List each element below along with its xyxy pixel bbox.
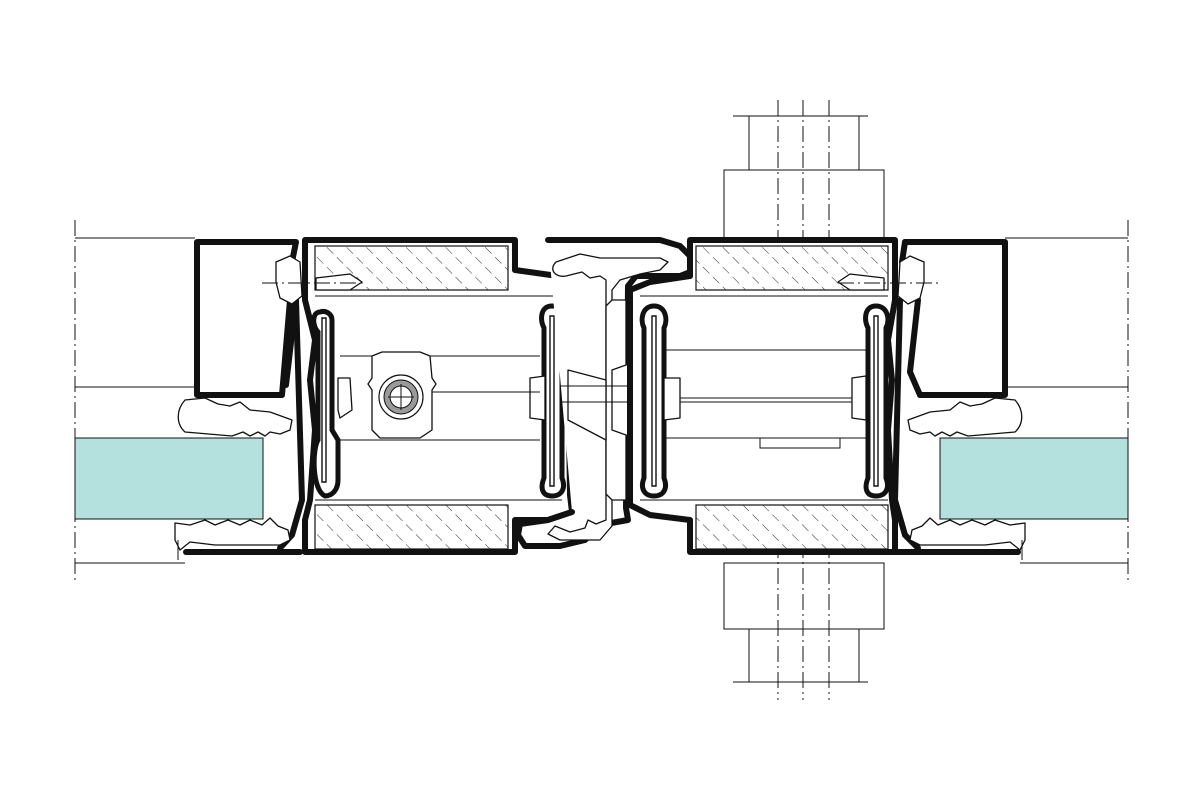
right-aluminium-profile xyxy=(627,237,898,555)
hinge-bolt xyxy=(337,351,546,439)
right-glass-pane xyxy=(939,437,1129,520)
right-glazing-gaskets xyxy=(907,397,1026,560)
left-glazing-gaskets xyxy=(174,397,293,560)
left-glass-pane xyxy=(74,437,264,520)
insulation-block-bottom-right xyxy=(695,504,889,550)
left-outer-profile xyxy=(183,239,305,555)
context-lines xyxy=(74,220,1129,580)
snap-gaskets xyxy=(262,255,940,305)
insulation-block-bottom-left xyxy=(314,504,509,550)
